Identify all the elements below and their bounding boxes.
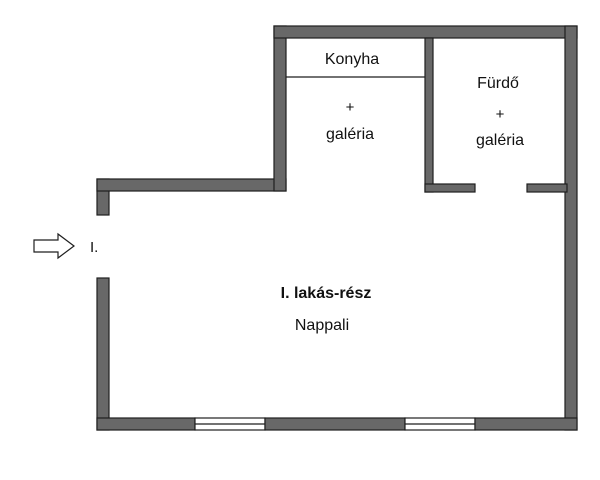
bath-wall-vertical <box>424 37 434 193</box>
kitchen-gallery-label: galéria <box>326 126 374 143</box>
wall-bottom-1 <box>96 417 196 431</box>
wall-top <box>273 25 578 39</box>
wall-step-vertical <box>273 25 287 192</box>
wall-bottom-2 <box>264 417 406 431</box>
entry-arrow-icon <box>33 232 75 260</box>
entry-label: I. <box>90 239 98 256</box>
kitchen-label: Konyha <box>325 51 379 68</box>
bath-gallery-label: galéria <box>476 132 524 149</box>
bath-label: Fürdő <box>477 75 519 92</box>
wall-right <box>564 25 578 431</box>
unit-label: I. lakás-rész <box>281 285 372 302</box>
wall-bottom-3 <box>474 417 578 431</box>
living-room-label: Nappali <box>295 317 349 334</box>
kitchen-plus: + <box>346 99 355 116</box>
wall-top-left <box>96 178 287 192</box>
wall-left-lower <box>96 277 110 431</box>
bath-wall-bottom-right <box>526 183 568 193</box>
bath-wall-bottom-left <box>424 183 476 193</box>
bath-plus: + <box>496 106 505 123</box>
